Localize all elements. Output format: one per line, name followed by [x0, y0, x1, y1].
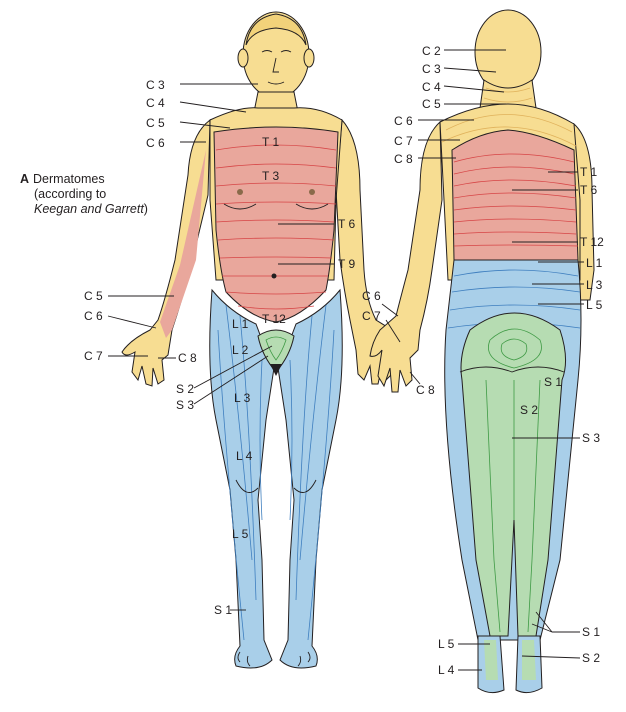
back-left-arm	[369, 120, 443, 393]
front-label-t1: T 1	[262, 135, 279, 149]
caption-source-authors: Keegan and Garrett	[34, 202, 144, 216]
front-label-c3: C 3	[146, 78, 165, 92]
front-label-t3: T 3	[262, 169, 279, 183]
back-label-t6: T 6	[580, 183, 597, 197]
back-label-l5: L 5	[586, 298, 603, 312]
front-label-s3: S 3	[176, 398, 194, 412]
front-label-c5: C 5	[146, 116, 165, 130]
front-label-t6: T 6	[338, 217, 355, 231]
back-label-l3: L 3	[586, 278, 603, 292]
back-label-s1-foot: S 1	[582, 625, 600, 639]
front-label-l4: L 4	[236, 449, 253, 463]
front-sacral-region	[257, 329, 295, 373]
front-left-arm	[121, 118, 211, 387]
back-leader-lines	[381, 49, 584, 671]
back-label-l1: L 1	[586, 256, 603, 270]
front-label-c7: C 7	[84, 349, 103, 363]
back-label-c8: C 8	[394, 152, 413, 166]
front-right-leg	[277, 288, 343, 669]
back-label-c3: C 3	[422, 62, 441, 76]
front-label-c6-arm: C 6	[84, 309, 103, 323]
front-label-l3: L 3	[234, 391, 251, 405]
caption-title: Dermatomes	[33, 172, 105, 186]
back-label-s2: S 2	[520, 403, 538, 417]
front-label-c4: C 4	[146, 96, 165, 110]
front-label-l2: L 2	[232, 343, 249, 357]
front-thoracic-region	[213, 126, 339, 323]
back-label-c5: C 5	[422, 97, 441, 111]
back-thoracic-region	[451, 129, 579, 261]
front-label-c5-arm: C 5	[84, 289, 103, 303]
front-label-l1: L 1	[232, 317, 249, 331]
front-label-c8: C 8	[178, 351, 197, 365]
back-label-s2-foot: S 2	[582, 651, 600, 665]
back-label-c8-arm: C 8	[416, 383, 435, 397]
back-label-t1: T 1	[580, 165, 597, 179]
back-label-l5-foot: L 5	[438, 637, 455, 651]
back-label-c2: C 2	[422, 44, 441, 58]
back-body-figure	[369, 9, 595, 694]
back-label-c7: C 7	[394, 134, 413, 148]
back-label-c7-arm: C 7	[362, 309, 381, 323]
back-label-t12: T 12	[580, 235, 604, 249]
back-label-c4: C 4	[422, 80, 441, 94]
back-label-s3: S 3	[582, 431, 600, 445]
front-label-c6: C 6	[146, 136, 165, 150]
back-labels: C 2 C 3 C 4 C 5 C 6 C 7 C 8 T 1 T 6 T 12…	[362, 44, 604, 677]
front-label-l5: L 5	[232, 527, 249, 541]
front-leader-lines	[107, 83, 334, 611]
front-label-s1: S 1	[214, 603, 232, 617]
front-labels: C 3 C 4 C 5 C 6 T 1 T 3 T 6 T 9 T 12 C 5…	[84, 78, 355, 617]
back-label-c6: C 6	[394, 114, 413, 128]
front-label-s2: S 2	[176, 382, 194, 396]
caption-letter: A	[20, 172, 30, 186]
front-body-figure	[121, 11, 401, 669]
back-label-s1: S 1	[544, 375, 562, 389]
front-label-t12: T 12	[262, 312, 286, 326]
front-left-leg	[209, 288, 275, 669]
back-label-l4-foot: L 4	[438, 663, 455, 677]
caption-source-close: )	[143, 202, 148, 216]
caption-source-prefix: (according to	[34, 187, 107, 201]
back-label-c6-arm: C 6	[362, 289, 381, 303]
front-label-t9: T 9	[338, 257, 355, 271]
